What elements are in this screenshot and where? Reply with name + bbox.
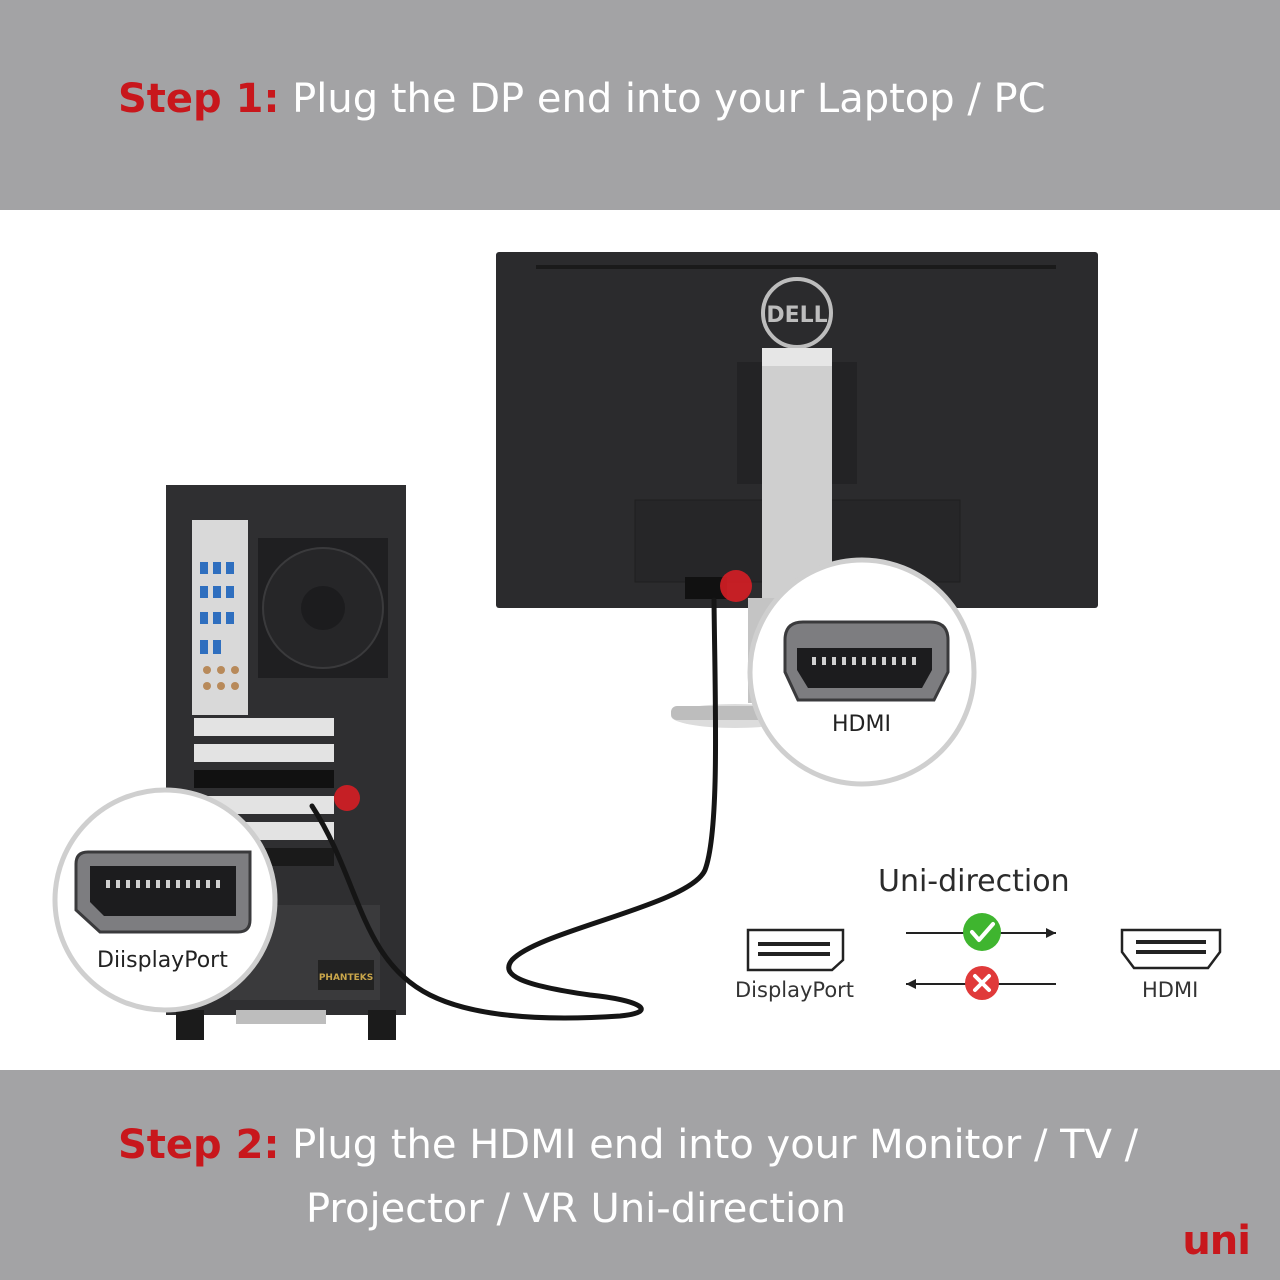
dell-logo-text: DELL: [766, 303, 827, 328]
top-banner: [0, 0, 1280, 210]
brand-logo: uni: [1182, 1218, 1251, 1264]
step-1-label: Step 1:: [118, 76, 280, 122]
uni-direction-diagram: [746, 913, 1222, 1000]
check-icon: [963, 913, 1001, 951]
dell-logo: [761, 277, 833, 349]
hdmi-zoom-bubble: [747, 557, 977, 787]
hdmi-label: HDMI: [1142, 978, 1199, 1002]
uni-direction-title: Uni-direction: [878, 864, 1070, 899]
displayport-zoom-label: DiisplayPort: [97, 948, 228, 973]
cable: [309, 597, 719, 1021]
bottom-banner: [0, 1070, 1280, 1280]
step-2-label: Step 2:: [118, 1122, 280, 1168]
step-1-heading: Step 1: Plug the DP end into your Laptop…: [118, 76, 1046, 122]
step-2-heading: Step 2: Plug the HDMI end into your Moni…: [118, 1122, 1138, 1168]
connection-illustration: DELL: [52, 252, 1222, 1040]
step-2-text-line1: Plug the HDMI end into your Monitor / TV…: [292, 1122, 1139, 1168]
displayport-zoom-bubble: [52, 787, 278, 1013]
pc-port-highlight: [334, 785, 360, 811]
monitor-port-highlight: [720, 570, 752, 602]
cross-icon: [965, 966, 999, 1000]
hdmi-zoom-label: HDMI: [832, 712, 891, 737]
step-2-text-line2: Projector / VR Uni-direction: [306, 1186, 847, 1232]
psu-brand: PHANTEKS: [319, 973, 373, 983]
hdmi-connector-icon: [1120, 928, 1222, 970]
displayport-connector-icon: [746, 928, 845, 972]
step-1-text: Plug the DP end into your Laptop / PC: [292, 76, 1046, 122]
displayport-label: DisplayPort: [735, 978, 855, 1002]
